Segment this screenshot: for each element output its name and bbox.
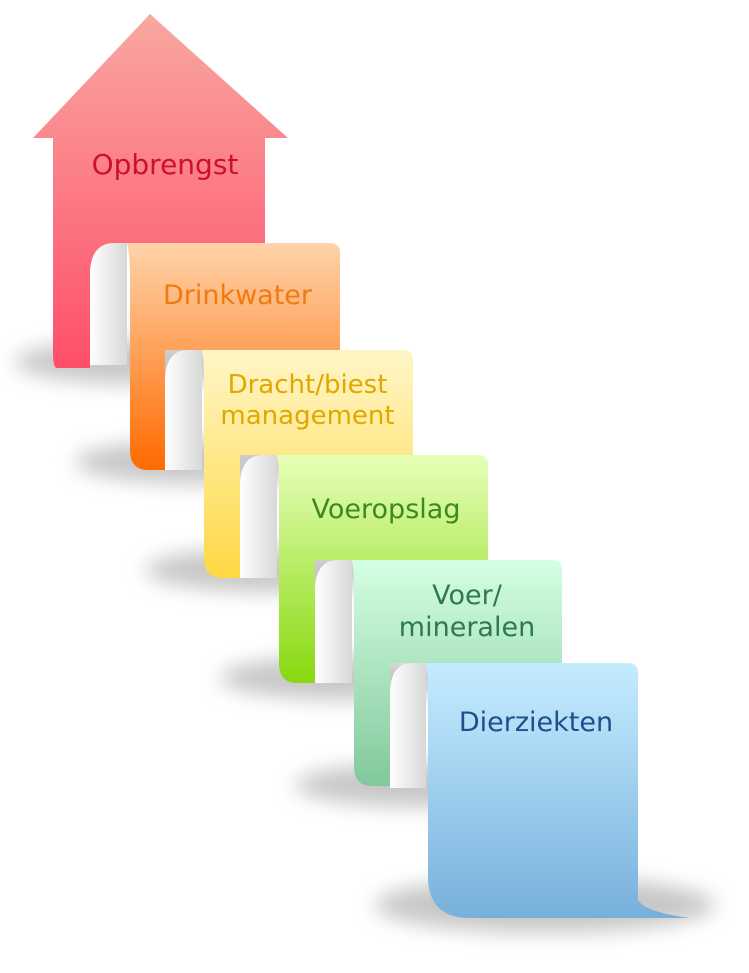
step-sheet-dracht bbox=[202, 350, 413, 578]
step-sheet-voeropslag bbox=[277, 455, 488, 683]
step-sheet-voer bbox=[352, 560, 562, 786]
step-curl-drinkwater bbox=[90, 243, 127, 365]
step-sheet-dierziekten bbox=[426, 663, 690, 918]
label-dracht-biest-management: Dracht/biest management bbox=[220, 370, 395, 432]
label-dierziekten: Dierziekten bbox=[458, 707, 614, 738]
step-arrow-opbrengst bbox=[33, 14, 288, 368]
step-curl-dierziekten bbox=[390, 663, 426, 788]
step-curl-voeropslag bbox=[240, 455, 277, 578]
label-voer-mineralen: Voer/ mineralen bbox=[398, 580, 536, 644]
step-curl-voer bbox=[315, 560, 352, 683]
step-curl-dracht bbox=[165, 350, 202, 470]
step-sheet-drinkwater bbox=[127, 243, 340, 470]
label-opbrengst: Opbrengst bbox=[91, 148, 239, 181]
label-voeropslag: Voeropslag bbox=[311, 494, 461, 525]
label-drinkwater: Drinkwater bbox=[162, 280, 313, 311]
